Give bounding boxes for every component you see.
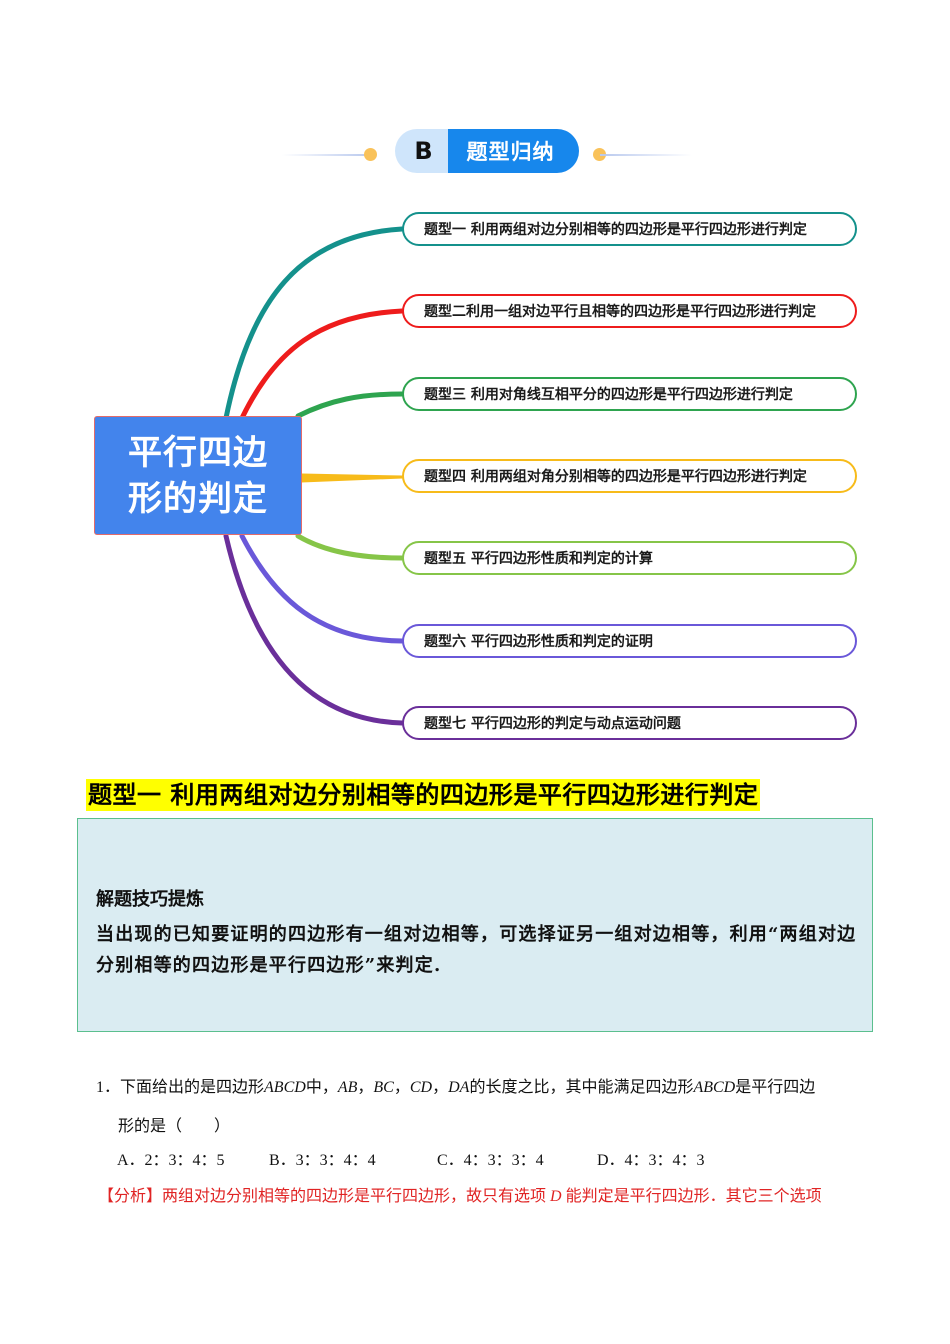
- option-d[interactable]: D．4：3：4：3: [597, 1152, 705, 1169]
- branch-label: 题型二利用一组对边平行且相等的四边形是平行四边形进行判定: [424, 304, 816, 320]
- section-letter: B: [395, 129, 448, 173]
- branch-topic-5[interactable]: 题型五 平行四边形性质和判定的计算: [402, 541, 857, 575]
- mind-map: 平行四边 形的判定 题型一 利用两组对边分别相等的四边形是平行四边形进行判定 题…: [94, 212, 857, 740]
- answer-options: A．2：3：4：5 B．3：3：4：4 C．4：3：3：4 D．4：3：4：3: [117, 1146, 705, 1170]
- root-line-2: 形的判定: [128, 478, 268, 519]
- question-number: 1．: [96, 1079, 121, 1096]
- section-dot-right: [593, 148, 606, 161]
- question-line-1: 1．下面给出的是四边形ABCD中，AB，BC，CD，DA的长度之比，其中能满足四…: [96, 1079, 816, 1096]
- branch-topic-7[interactable]: 题型七 平行四边形的判定与动点运动问题: [402, 706, 857, 740]
- branch-label: 题型三 利用对角线互相平分的四边形是平行四边形进行判定: [424, 387, 793, 403]
- branch-label: 题型四 利用两组对角分别相等的四边形是平行四边形进行判定: [424, 469, 807, 485]
- branch-topic-6[interactable]: 题型六 平行四边形性质和判定的证明: [402, 624, 857, 658]
- branch-topic-2[interactable]: 题型二利用一组对边平行且相等的四边形是平行四边形进行判定: [402, 294, 857, 328]
- branch-topic-1[interactable]: 题型一 利用两组对边分别相等的四边形是平行四边形进行判定: [402, 212, 857, 246]
- analysis-text: 【分析】两组对边分别相等的四边形是平行四边形，故只有选项 D 能判定是平行四边形…: [98, 1188, 822, 1205]
- branch-topic-4[interactable]: 题型四 利用两组对角分别相等的四边形是平行四边形进行判定: [402, 459, 857, 493]
- root-line-1: 平行四边: [128, 432, 268, 473]
- branch-label: 题型五 平行四边形性质和判定的计算: [424, 551, 653, 567]
- branch-label: 题型六 平行四边形性质和判定的证明: [424, 634, 653, 650]
- mind-map-root: 平行四边 形的判定: [94, 416, 302, 535]
- mind-map-connectors: [223, 226, 405, 726]
- section-dot-left: [364, 148, 377, 161]
- option-b[interactable]: B．3：3：4：4: [269, 1152, 376, 1169]
- tip-box: 解题技巧提炼 当出现的已知要证明的四边形有一组对边相等，可选择证另一组对边相等，…: [77, 818, 873, 1032]
- branch-label: 题型一 利用两组对边分别相等的四边形是平行四边形进行判定: [424, 222, 807, 238]
- option-c[interactable]: C．4：3：3：4: [437, 1152, 544, 1169]
- option-a[interactable]: A．2：3：4：5: [117, 1152, 225, 1169]
- section-divider-right: [600, 154, 692, 156]
- section-header-pill: B 题型归纳: [395, 129, 579, 173]
- tip-title: 解题技巧提炼: [96, 889, 204, 910]
- analysis-tag: 【分析】: [98, 1188, 163, 1205]
- branch-topic-3[interactable]: 题型三 利用对角线互相平分的四边形是平行四边形进行判定: [402, 377, 857, 411]
- branch-label: 题型七 平行四边形的判定与动点运动问题: [424, 716, 681, 732]
- topic-title: 题型一 利用两组对边分别相等的四边形是平行四边形进行判定: [86, 779, 761, 811]
- section-divider-left: [282, 154, 370, 156]
- question-line-2: 形的是（ ）: [118, 1118, 231, 1135]
- section-label: 题型归纳: [448, 129, 579, 173]
- tip-text: 当出现的已知要证明的四边形有一组对边相等，可选择证另一组对边相等，利用“两组对边…: [96, 924, 857, 976]
